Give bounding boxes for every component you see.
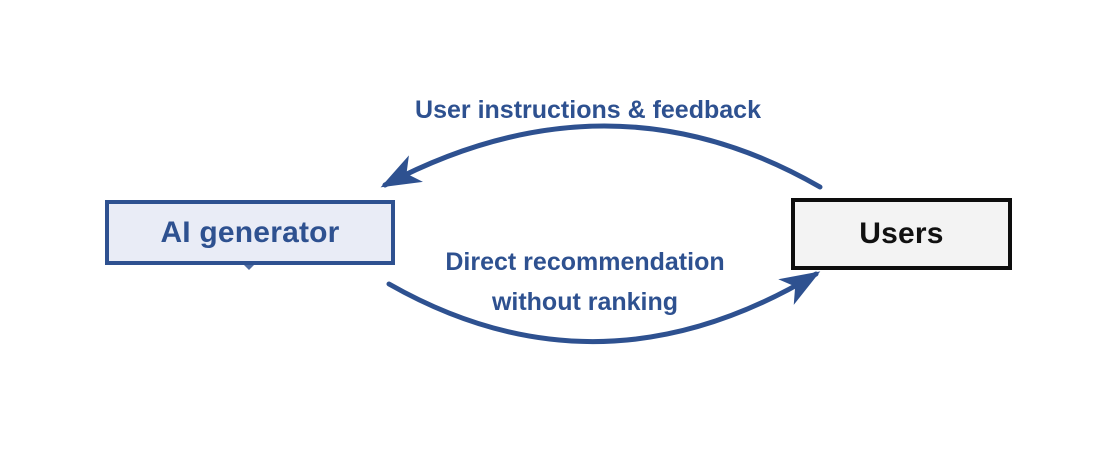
edge-label-direct-recommendation-line2: without ranking (491, 288, 679, 316)
arrow-users-to-ai (380, 123, 823, 190)
anchor-notch-mark (243, 264, 255, 270)
node-ai-generator-label: AI generator (160, 215, 340, 249)
node-users: Users (791, 198, 1012, 270)
node-users-label: Users (859, 217, 944, 250)
edge-label-user-instructions: User instructions & feedback (415, 96, 761, 124)
edge-label-direct-recommendation: Direct recommendation without ranking (355, 242, 815, 322)
edge-label-direct-recommendation-line1: Direct recommendation (445, 248, 725, 276)
node-ai-generator: AI generator (105, 200, 395, 265)
